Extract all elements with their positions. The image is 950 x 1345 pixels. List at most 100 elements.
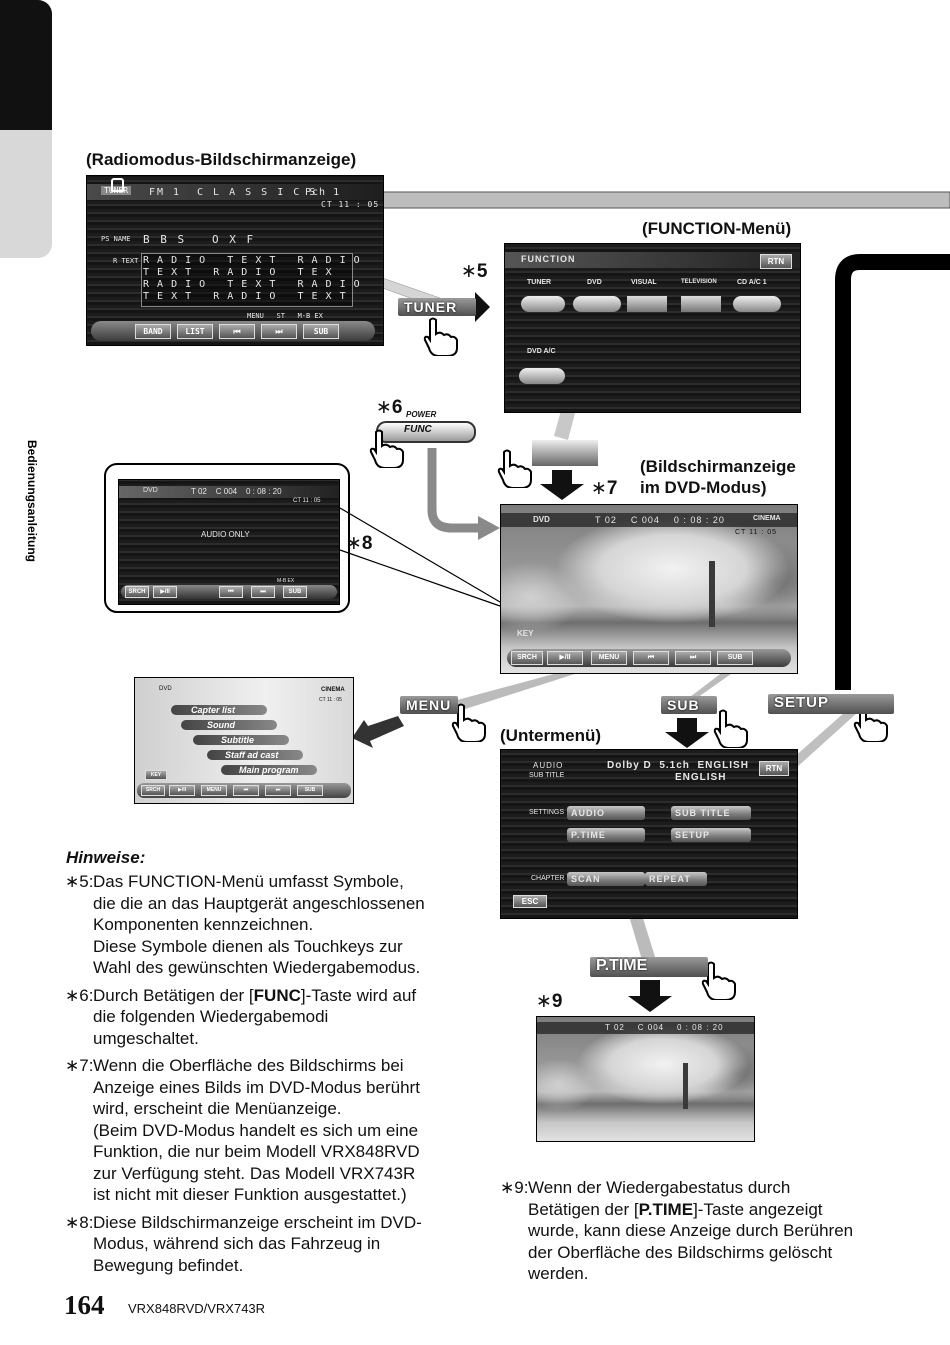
small-search-button[interactable]: SRCH xyxy=(125,586,149,598)
dvd-next-button[interactable]: ⏭ xyxy=(675,651,711,665)
menu-item-subtitle[interactable] xyxy=(193,735,289,745)
dvd-play-pause-button[interactable]: ▶/II xyxy=(547,651,583,665)
menu-search-button[interactable]: SRCH xyxy=(141,785,165,796)
menu-prev-button[interactable]: ⏮ xyxy=(233,785,259,796)
menu-item-sound[interactable] xyxy=(181,720,277,730)
small-play-pause-button[interactable]: ▶/II xyxy=(153,586,177,598)
menu-sub-button[interactable]: SUB xyxy=(297,785,323,796)
station-name: C L A S S I C S xyxy=(197,187,318,198)
tuner-icon[interactable] xyxy=(521,296,565,312)
dvd-search-button[interactable]: SRCH xyxy=(511,651,543,665)
menu-item-sound-label: Sound xyxy=(207,720,235,730)
function-title: FUNCTION xyxy=(521,254,576,264)
dvd-clock: CT 11 : 05 xyxy=(735,529,778,536)
small-sub-button[interactable]: SUB xyxy=(283,586,307,598)
menu-play-pause-button[interactable]: ▶/II xyxy=(169,785,195,796)
dvd-sub-button[interactable]: SUB xyxy=(717,651,753,665)
ptime-status: T 02 C 004 0 : 08 : 20 xyxy=(605,1023,724,1032)
function-menu-screen[interactable]: FUNCTION RTN TUNER DVD VISUAL TELEVISION… xyxy=(504,243,801,413)
dvd-icon-key[interactable] xyxy=(532,440,598,466)
marker-7: ∗7 xyxy=(591,478,618,499)
dvd-menu-screen[interactable]: DVD CINEMA CT 11 : 05 Capter list Sound … xyxy=(134,677,354,804)
repeat-label: REPEAT xyxy=(649,874,691,884)
next-button[interactable]: ⏭ xyxy=(261,324,297,339)
band-label: FM 1 xyxy=(149,187,182,198)
menu-item-chapter-list[interactable] xyxy=(171,705,267,715)
visual-icon[interactable] xyxy=(627,296,667,312)
hand-pointer-icon xyxy=(369,429,404,468)
model-name: VRX848RVD/VRX743R xyxy=(128,1301,266,1316)
dvd-prev-button[interactable]: ⏮ xyxy=(633,651,669,665)
ptime-setting-label: P.TIME xyxy=(571,830,606,840)
sub-audio-value: Dolby D 5.1ch ENGLISH xyxy=(607,760,749,771)
fn-item-dvd-label: DVD xyxy=(587,279,602,286)
marker-8: ∗8 xyxy=(346,533,373,554)
menu-item-main-program-label: Main program xyxy=(239,765,299,775)
menu-menu-button[interactable]: MENU xyxy=(201,785,227,796)
small-next-button[interactable]: ⏭ xyxy=(251,586,275,598)
dvd-tree-trunk xyxy=(709,561,715,627)
menu-mode: CINEMA xyxy=(321,687,345,693)
band-button[interactable]: BAND xyxy=(135,324,171,339)
menu-item-subtitle-label: Subtitle xyxy=(221,735,254,745)
menu-item-staff-cast[interactable] xyxy=(207,750,303,760)
rtext-line-4: T E X T R A D I O T E X T xyxy=(143,291,347,302)
setup-key[interactable]: SETUP xyxy=(768,694,894,714)
caption-radio: (Radiomodus-Bildschirmanzeige) xyxy=(86,150,357,169)
dvd-mode-screen[interactable]: DVD T 02 C 004 0 : 08 : 20 CINEMA CT 11 … xyxy=(500,504,798,674)
rtext-box xyxy=(141,253,353,307)
subtitle-setting-button[interactable] xyxy=(671,806,751,820)
small-prev-button[interactable]: ⏮ xyxy=(219,586,243,598)
small-status: T 02 C 004 0 : 08 : 20 xyxy=(191,487,282,496)
ptime-picture xyxy=(537,1017,754,1141)
dvd-ac-icon[interactable] xyxy=(519,368,565,384)
audio-setting-label: AUDIO xyxy=(571,808,605,818)
menu-clock: CT 11 : 05 xyxy=(319,697,342,703)
note-8: ∗8:Diese Bildschirmanzeige erscheint im … xyxy=(65,1212,422,1275)
dvd-icon[interactable] xyxy=(573,296,621,312)
ptime-header-bar xyxy=(537,1022,754,1034)
rtext-line-3: R A D I O T E X T R A D I O xyxy=(143,279,361,290)
menu-item-staff-cast-label: Staff ad cast xyxy=(225,750,279,760)
marker-5: ∗5 xyxy=(461,261,488,282)
hand-pointer-icon xyxy=(701,961,736,1000)
submenu-screen[interactable]: AUDIO SUB TITLE Dolby D 5.1ch ENGLISH EN… xyxy=(500,749,798,919)
menu-key[interactable]: MENU xyxy=(400,696,458,714)
repeat-button[interactable] xyxy=(645,872,707,886)
sub-key[interactable]: SUB xyxy=(661,696,717,714)
ptime-screen[interactable]: T 02 C 004 0 : 08 : 20 xyxy=(536,1016,755,1142)
scan-button[interactable] xyxy=(567,872,645,886)
function-rtn-button[interactable]: RTN xyxy=(760,254,792,269)
cd-changer-icon[interactable] xyxy=(733,296,781,312)
prev-button[interactable]: ⏮ xyxy=(219,324,255,339)
audio-setting-button[interactable] xyxy=(567,806,645,820)
driving-dvd-screen[interactable]: DVD T 02 C 004 0 : 08 : 20 CT 11 : 05 AU… xyxy=(118,479,340,605)
menu-item-main-program[interactable] xyxy=(221,765,317,775)
ptime-key[interactable]: P.TIME xyxy=(590,957,708,977)
sub-rtn-button[interactable]: RTN xyxy=(759,761,789,776)
small-source: DVD xyxy=(143,487,158,494)
list-button[interactable]: LIST xyxy=(177,324,213,339)
subtitle-setting-label: SUB TITLE xyxy=(675,808,731,818)
note-9: ∗9:Wenn der Wiedergabestatus durch Betät… xyxy=(500,1178,854,1283)
settings-label: SETTINGS xyxy=(529,809,565,816)
dvd-menu-button[interactable]: MENU xyxy=(591,651,627,665)
note-5: ∗5:Das FUNCTION-Menü umfasst Symbole, di… xyxy=(65,872,425,977)
setup-setting-button[interactable] xyxy=(671,828,751,842)
note-7: ∗7:Wenn die Oberfläche des Bildschirms b… xyxy=(65,1056,420,1204)
menu-key-button[interactable]: KEY xyxy=(145,770,167,780)
radio-mode-screen[interactable]: TUNER FM 1 C L A S S I C S Pch 1 CT 11 :… xyxy=(86,175,384,346)
ptime-setting-button[interactable] xyxy=(567,828,645,842)
sub-button[interactable]: SUB xyxy=(303,324,339,339)
notes-heading: Hinweise: xyxy=(66,848,146,867)
dvd-key-label[interactable]: KEY xyxy=(517,629,534,638)
esc-button[interactable]: ESC xyxy=(513,895,547,908)
tuner-key[interactable]: TUNER xyxy=(398,298,476,316)
ps-name-value: B B S O X F xyxy=(143,233,256,246)
menu-next-button[interactable]: ⏭ xyxy=(265,785,291,796)
function-header xyxy=(505,252,800,268)
radio-header-bar xyxy=(87,184,383,200)
television-icon[interactable] xyxy=(681,296,721,312)
scan-label: SCAN xyxy=(571,874,601,884)
marker-9: ∗9 xyxy=(536,991,563,1012)
